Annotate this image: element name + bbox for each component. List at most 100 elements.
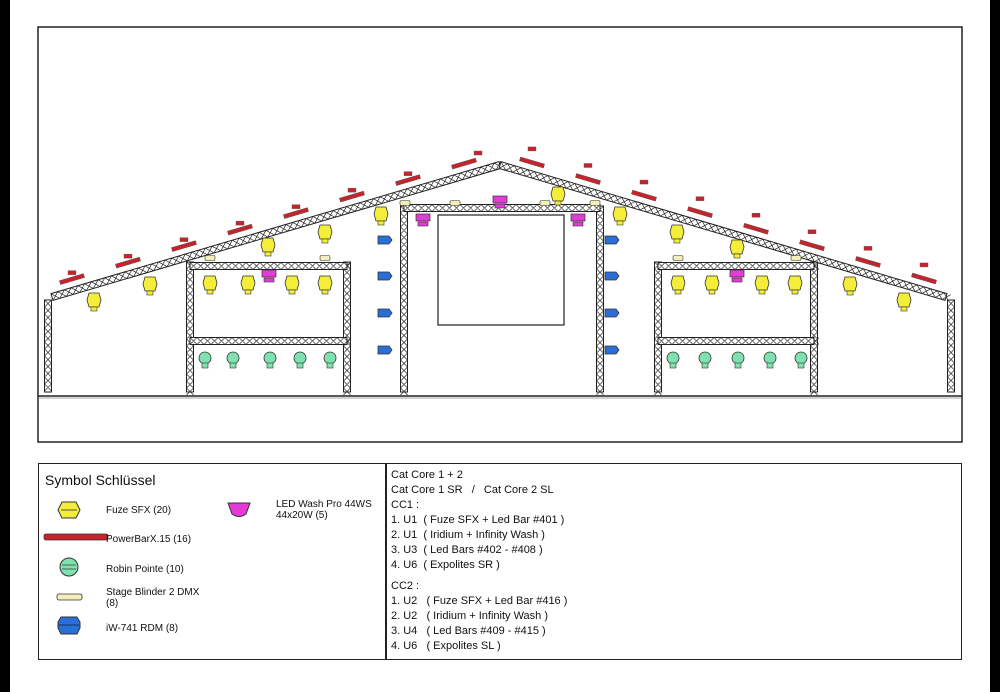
fuze-sfx-lens xyxy=(377,220,385,226)
iw741-body xyxy=(377,345,393,355)
truss-lacing xyxy=(50,160,504,301)
led-wash-count: 44x20W (5) xyxy=(276,510,328,521)
pointe-lens xyxy=(797,362,805,369)
powerbar-tag xyxy=(235,220,245,226)
robin-pointe-fixture xyxy=(666,351,680,369)
fuze-sfx-body xyxy=(202,275,218,291)
powerbar-fixture xyxy=(519,156,545,169)
truss-group xyxy=(44,160,955,396)
powerbar-tag xyxy=(67,270,77,275)
fuze-sfx-body xyxy=(754,275,770,291)
truss-segment xyxy=(343,261,351,396)
pointe-head xyxy=(794,351,808,365)
truss-segment xyxy=(810,261,818,396)
robin-pointe-fixture xyxy=(263,351,277,369)
fuze-sfx-body xyxy=(142,276,158,292)
legend-item-powerbar: PowerBarX.15 (16) xyxy=(106,534,192,545)
iw741-body xyxy=(604,308,620,318)
powerbar-body xyxy=(799,239,825,252)
powerbar-fixture xyxy=(115,256,141,269)
powerbar-fixture xyxy=(451,157,477,170)
truss-chord xyxy=(657,262,815,270)
truss-segment xyxy=(400,205,408,396)
led-wash-label: LED Wash Pro 44WS xyxy=(276,499,372,510)
stage-blinder-count: (8) xyxy=(106,598,119,609)
fuze-sfx-lens xyxy=(244,289,252,295)
led-wash-fixture xyxy=(415,213,431,227)
fuze-sfx-fixture xyxy=(142,276,158,296)
fuze-sfx-body xyxy=(260,237,276,253)
powerbar-body xyxy=(59,273,85,285)
powerbar-fixture xyxy=(911,272,937,285)
fuze-sfx-body xyxy=(704,275,720,291)
powerbar-fixture xyxy=(395,174,421,186)
pointe-head xyxy=(293,351,307,365)
fuze-sfx-body xyxy=(240,275,256,291)
pointe-lens xyxy=(701,362,709,369)
video-screen xyxy=(437,214,565,326)
robin-pointe-fixture xyxy=(794,351,808,369)
stage-blinder-fixture xyxy=(399,200,411,206)
powerbar-fixture xyxy=(855,256,881,268)
powerbar-body xyxy=(575,173,601,185)
truss-chord xyxy=(189,262,348,270)
fuze-sfx-body xyxy=(842,276,858,292)
cat-core-notes: Cat Core 1 + 2 Cat Core 1 SR / Cat Core … xyxy=(391,468,567,654)
stage-blinder-fixture xyxy=(790,255,802,261)
notes-line: 3. U3 ( Led Bars #402 - #408 ) xyxy=(391,544,543,556)
iw741-body xyxy=(604,345,620,355)
pointe-head xyxy=(698,351,712,365)
fuze-sfx-body xyxy=(317,224,333,240)
fuze-sfx-lens xyxy=(674,289,682,295)
fuze-sfx-lens xyxy=(321,238,329,244)
robin-pointe-fixture xyxy=(323,351,337,369)
notes-line: 2. U2 ( Iridium + Infinity Wash ) xyxy=(391,610,548,622)
led-wash-body xyxy=(570,213,586,222)
truss-lacing xyxy=(498,161,951,302)
stage-blinder-fixture xyxy=(449,200,461,206)
robin-pointe-fixture xyxy=(731,351,745,369)
powerbar-body xyxy=(743,222,769,235)
fuze-sfx-body xyxy=(896,292,912,308)
powerbar-body xyxy=(687,206,713,218)
iw741-fixture xyxy=(377,308,393,318)
iw741-body xyxy=(377,271,393,281)
truss-chord xyxy=(400,205,408,393)
stage-blinder-fixture xyxy=(539,200,551,206)
truss-segment xyxy=(657,262,820,270)
truss-lacing xyxy=(403,204,601,212)
truss-lacing xyxy=(44,299,52,392)
notes-line: CC2 : xyxy=(391,580,420,592)
truss-segment xyxy=(186,261,194,396)
truss-chord xyxy=(596,205,604,393)
truss-lacing xyxy=(189,337,352,345)
fuze-sfx-fixture xyxy=(284,275,300,295)
pointe-lens xyxy=(766,362,774,369)
fuze-sfx-fixture xyxy=(842,276,858,296)
truss-segment xyxy=(596,205,604,396)
powerbar-body xyxy=(451,157,477,170)
powerbar-body xyxy=(395,174,421,186)
powerbar-tag xyxy=(695,196,705,201)
robin-pointe-icon xyxy=(59,557,79,577)
powerbar-tag xyxy=(583,163,593,168)
legend-item-led-wash: LED Wash Pro 44WS 44x20W (5) xyxy=(276,499,372,521)
powerbar-tag xyxy=(123,253,133,259)
powerbar-body xyxy=(115,256,141,269)
pointe-head xyxy=(323,351,337,365)
fuze-sfx-body xyxy=(612,206,628,222)
powerbar-fixture xyxy=(687,206,713,218)
fixture-group xyxy=(59,146,937,369)
powerbar-body xyxy=(911,272,937,285)
led-wash-icon xyxy=(227,502,251,517)
stage-blinder-fixture xyxy=(672,255,684,261)
led-wash-fixture xyxy=(492,195,508,209)
truss-chord xyxy=(189,337,348,345)
fuze-sfx-lens xyxy=(146,290,154,296)
fuze-sfx-lens xyxy=(554,200,562,206)
pointe-lens xyxy=(201,362,209,369)
iw741-fixture xyxy=(604,308,620,318)
notes-line: 1. U2 ( Fuze SFX + Led Bar #416 ) xyxy=(391,595,568,607)
fuze-sfx-body xyxy=(373,206,389,222)
powerbar-fixture xyxy=(575,173,601,185)
